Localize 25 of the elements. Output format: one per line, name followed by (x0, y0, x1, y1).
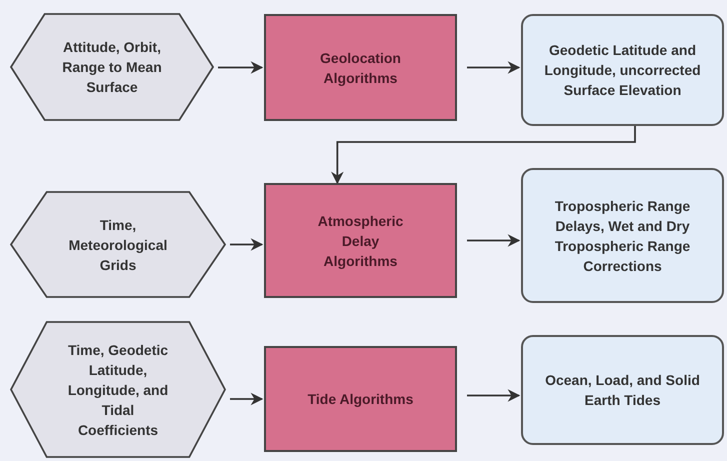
output-box (521, 335, 724, 445)
input-hexagon (10, 13, 214, 121)
arrow (467, 61, 520, 74)
arrow (230, 392, 264, 406)
process-box (264, 346, 457, 452)
output-box (521, 14, 724, 126)
output-box (521, 168, 724, 303)
node-text: Tide Algorithms (306, 390, 414, 409)
node-text: Geolocation Algorithms (319, 48, 402, 88)
input-hexagon (10, 191, 226, 298)
node-text: Attitude, Orbit, Range to Mean Surface (61, 38, 163, 97)
arrow (230, 238, 264, 251)
node-text: Time, Geodetic Latitude, Longitude, and Tidal Coefficients (66, 340, 170, 440)
process-box (264, 14, 457, 121)
node-text: Time, Meteorological Grids (68, 216, 168, 274)
arrow (467, 234, 520, 247)
input-hexagon (10, 321, 226, 458)
node-text: Tropospheric Range Delays, Wet and Dry Tropospheric Range Corrections (554, 196, 692, 276)
node-text: Atmospheric Delay Algorithms (316, 212, 404, 270)
arrow (331, 126, 636, 184)
node-text: Geodetic Latitude and Longitude, uncorrected Surface Elevation (543, 41, 702, 100)
node-text: Ocean, Load, and Solid Earth Tides (544, 371, 701, 410)
process-box (264, 183, 457, 298)
arrow (467, 389, 520, 402)
arrow (218, 61, 264, 74)
